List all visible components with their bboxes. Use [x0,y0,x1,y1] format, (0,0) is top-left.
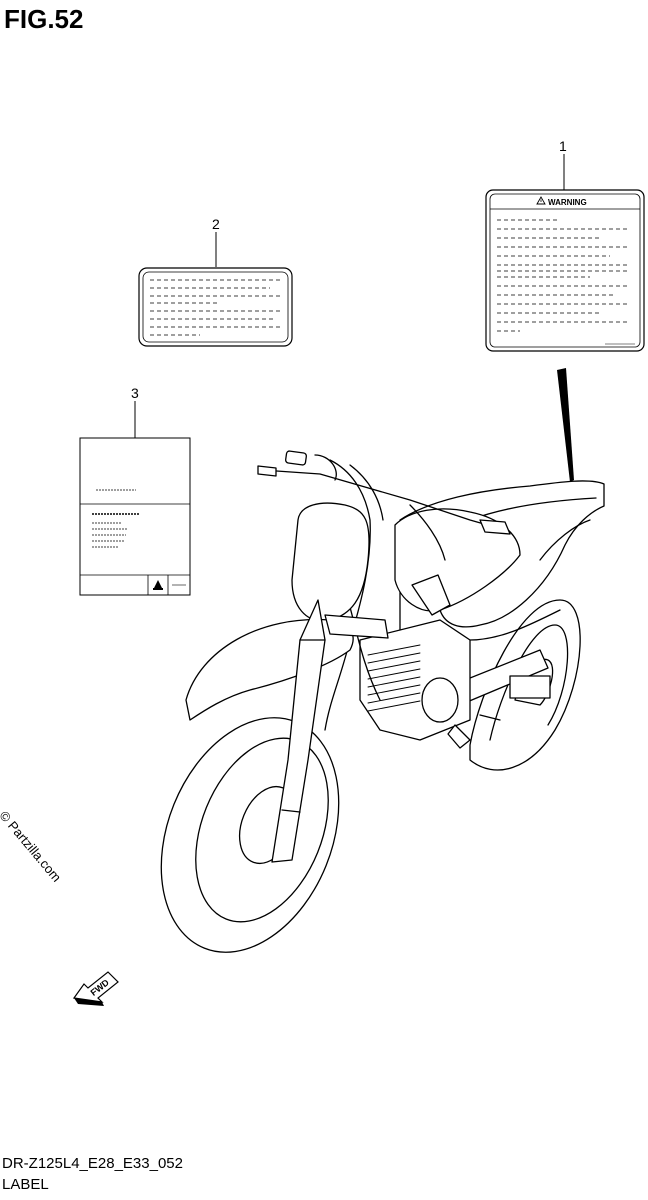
motorcycle-illustration [160,450,605,953]
figure-title: FIG.52 [4,4,84,34]
label-pointer-wedge [557,368,574,482]
callout-number-1: 1 [559,138,567,154]
callout-number-3: 3 [131,385,139,401]
forward-arrow-icon: FWD [72,971,119,1006]
suzuki-logo-icon [153,580,163,590]
warning-triangle-icon [536,196,546,205]
diagram-caption: LABEL [2,1176,49,1193]
manual-booklet-part [79,437,191,596]
warning-label-part: WARNING [485,189,645,352]
diagram-code: DR-Z125L4_E28_E33_052 [2,1155,183,1172]
callout-number-2: 2 [212,216,220,232]
warning-heading: WARNING [548,198,587,207]
info-label-part [138,267,293,347]
